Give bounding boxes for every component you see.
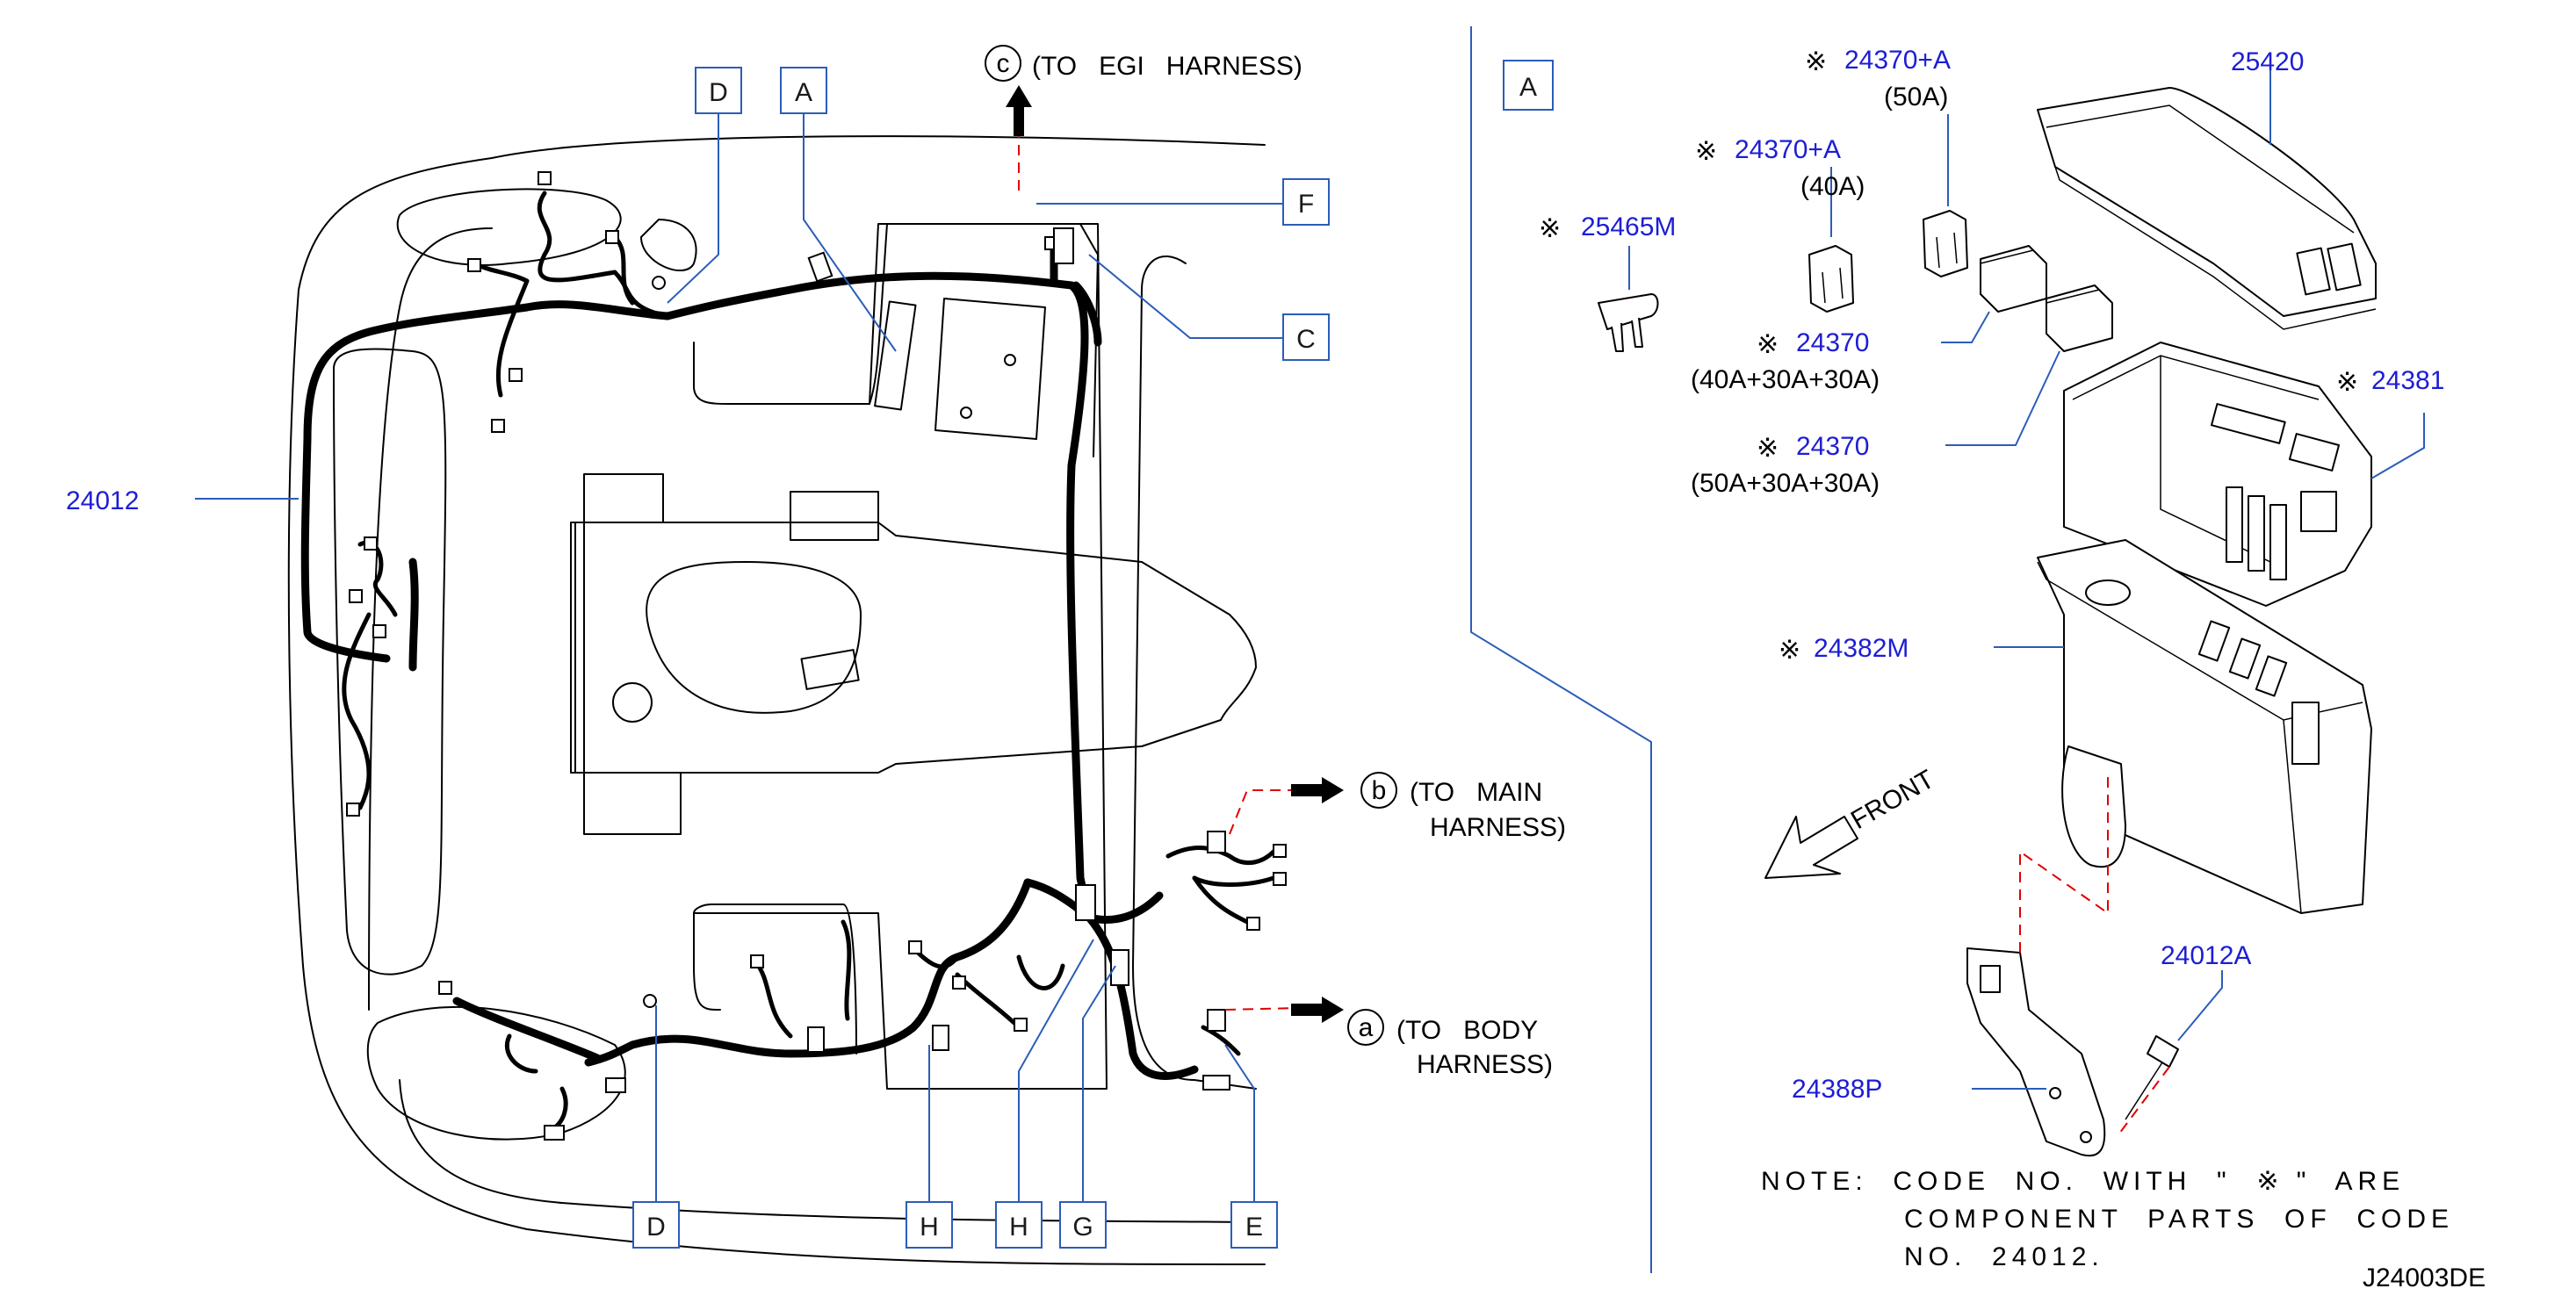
front-label: FRONT <box>1846 765 1939 835</box>
asterisk-24381: ※ <box>2336 368 2358 397</box>
fusible-link-40a: 24370+A ※ (40A) <box>1695 135 1865 313</box>
asterisk-24370-1: ※ <box>1757 330 1779 359</box>
asterisk-24370-2: ※ <box>1757 434 1779 463</box>
tag-c: C <box>1296 325 1316 354</box>
note-line-1: NOTE: CODE NO. WITH " ※ " ARE <box>1761 1167 2405 1196</box>
note-block: NOTE: CODE NO. WITH " ※ " ARE COMPONENT … <box>1761 1167 2454 1271</box>
note-line-3: NO. 24012. <box>1904 1242 2104 1271</box>
harness-connectors <box>346 171 1287 1141</box>
destination-b-line2: HARNESS) <box>1430 813 1566 842</box>
fusible-link-triple-1: 24370 ※ (40A+30A+30A) <box>1691 245 2047 394</box>
fusible-link-triple-2: 24370 ※ (50A+30A+30A) <box>1691 284 2113 498</box>
diagram-id: J24003DE <box>2363 1263 2486 1292</box>
part-number-24370a-40: 24370+A <box>1735 135 1841 164</box>
asterisk-24370a-50: ※ <box>1805 47 1827 76</box>
tag-g: G <box>1072 1213 1093 1242</box>
part-number-24381: 24381 <box>2371 366 2444 395</box>
front-direction-indicator: FRONT <box>1764 765 1939 879</box>
destination-a-line1: (TO BODY <box>1396 1016 1538 1045</box>
tag-d-bottom: D <box>646 1213 666 1242</box>
part-number-24382m: 24382M <box>1814 634 1909 663</box>
rating-triple-1: (40A+30A+30A) <box>1691 365 1880 394</box>
arrow-to-egi-harness <box>1006 85 1032 136</box>
note-line-2: COMPONENT PARTS OF CODE <box>1904 1205 2454 1234</box>
part-number-24012: 24012 <box>66 486 139 515</box>
destination-a-letter: a <box>1359 1013 1374 1042</box>
destination-egi: c (TO EGI HARNESS) <box>985 45 1302 82</box>
arrow-to-body-harness <box>1291 997 1344 1023</box>
tag-a-detail: A <box>1519 73 1537 102</box>
part-number-24370-2: 24370 <box>1796 432 1869 461</box>
rating-40a: (40A) <box>1800 172 1865 201</box>
asterisk-25465m: ※ <box>1539 214 1561 243</box>
destination-c-letter: c <box>997 49 1010 78</box>
tag-boxes: D A F C D H H G E A <box>632 60 1554 1249</box>
bracket: 24388P <box>1792 773 2109 1157</box>
tag-a-top: A <box>795 78 812 107</box>
small-fuse: 25465M ※ <box>1539 212 1676 352</box>
part-number-24370a-50: 24370+A <box>1844 46 1951 75</box>
part-number-24012a: 24012A <box>2161 941 2251 970</box>
leader-lines <box>195 26 1652 1273</box>
part-number-25420: 25420 <box>2231 47 2304 76</box>
destination-c-text: (TO EGI HARNESS) <box>1032 52 1302 81</box>
destination-b-line1: (TO MAIN <box>1410 778 1542 807</box>
destination-a-line2: HARNESS) <box>1417 1050 1553 1079</box>
fusible-link-50a: 24370+A ※ (50A) <box>1805 46 1968 277</box>
destination-body: a (TO BODY HARNESS) <box>1347 1009 1553 1079</box>
connection-dashes <box>1018 110 1301 1011</box>
destination-b-letter: b <box>1372 776 1387 805</box>
arrow-to-main-harness <box>1291 777 1344 803</box>
rating-triple-2: (50A+30A+30A) <box>1691 469 1880 498</box>
bolt: 24012A <box>2116 941 2251 1138</box>
tag-f: F <box>1298 190 1314 219</box>
part-number-24370-1: 24370 <box>1796 328 1869 357</box>
tag-d-top: D <box>709 78 728 107</box>
part-number-24388p: 24388P <box>1792 1075 1882 1104</box>
fuse-box-body: 24382M ※ <box>1779 539 2372 914</box>
engine-bay-outline <box>287 135 1266 1265</box>
part-number-25465m: 25465M <box>1581 212 1676 241</box>
tag-h-right: H <box>1009 1213 1028 1242</box>
tag-h-left: H <box>920 1213 939 1242</box>
asterisk-24370a-40: ※ <box>1695 137 1717 166</box>
tag-e: E <box>1245 1213 1263 1242</box>
fuse-box-cover: 25420 <box>2037 47 2377 330</box>
destination-main: b (TO MAIN HARNESS) <box>1360 772 1566 842</box>
asterisk-24382m: ※ <box>1779 636 1800 665</box>
rating-50a: (50A) <box>1884 83 1948 112</box>
harness-main-trunk <box>300 237 1199 1080</box>
